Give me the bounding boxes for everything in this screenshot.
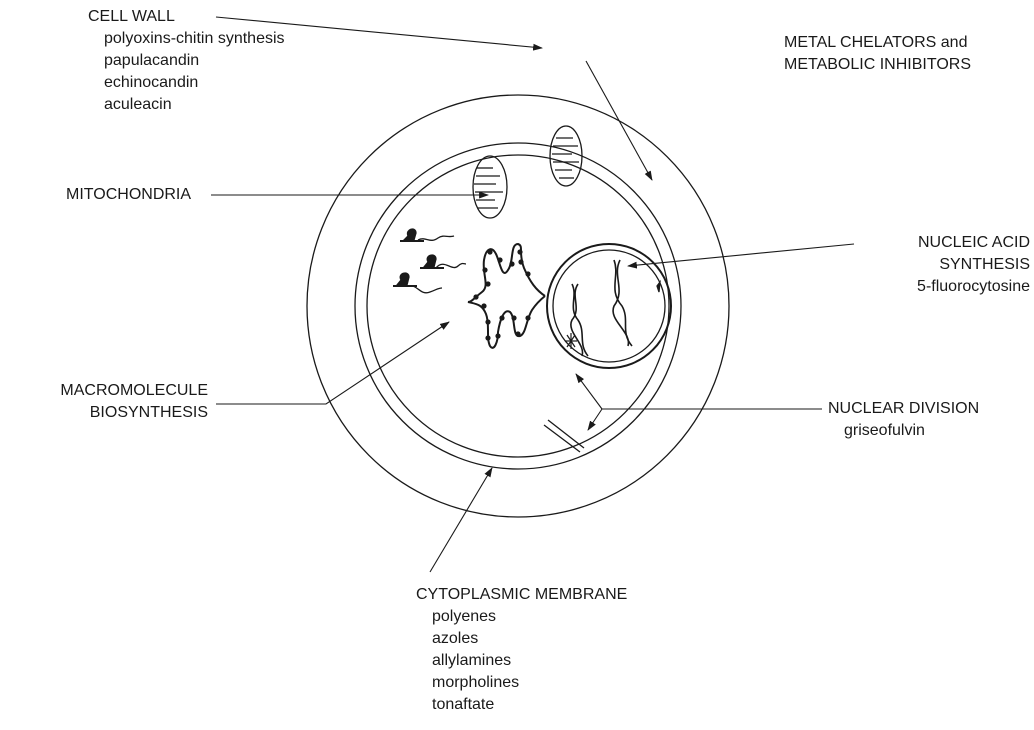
- metal-chelators-line-1: METAL CHELATORS and: [784, 32, 971, 54]
- nucleic-acid-leader-line: [628, 244, 854, 266]
- cell-wall-title: CELL WALL: [88, 6, 285, 28]
- nuclear-division-arrow-up: [576, 374, 602, 409]
- cell-wall-drug-4: aculeacin: [88, 94, 285, 116]
- cell-wall-drug-3: echinocandin: [88, 72, 285, 94]
- ribosome-middle: [420, 255, 466, 268]
- centriole-star: [565, 333, 577, 349]
- metal-chelators-line-2: METABOLIC INHIBITORS: [784, 54, 971, 76]
- cell-wall-drug-2: papulacandin: [88, 50, 285, 72]
- nucleic-acid-line-2: SYNTHESIS: [917, 254, 1030, 276]
- cytoplasmic-membrane-drug-1: polyenes: [416, 606, 627, 628]
- membrane-inner-circle: [367, 155, 669, 457]
- cytoplasmic-membrane-drug-3: allylamines: [416, 650, 627, 672]
- nuclear-division-title: NUCLEAR DIVISION: [828, 398, 979, 420]
- mitochondria-title: MITOCHONDRIA: [66, 184, 191, 206]
- nuclear-division-drug: griseofulvin: [828, 420, 979, 442]
- nuclear-fragment: [657, 282, 660, 292]
- macromolecule-leader-line: [216, 322, 449, 404]
- chromosome-right: [613, 260, 632, 346]
- macromolecule-line-1: MACROMOLECULE: [60, 380, 208, 402]
- cell-wall-drug-1: polyoxins-chitin synthesis: [88, 28, 285, 50]
- nucleic-acid-label: NUCLEIC ACID SYNTHESIS 5-fluorocytosine: [917, 232, 1030, 298]
- cytoplasmic-membrane-leader-line: [430, 468, 492, 572]
- metal-chelators-label: METAL CHELATORS and METABOLIC INHIBITORS: [784, 32, 971, 76]
- mitochondrion-left: [473, 156, 507, 218]
- cytoplasmic-membrane-drug-2: azoles: [416, 628, 627, 650]
- ribosome-top: [400, 229, 454, 241]
- ribosome-beads: [473, 249, 530, 340]
- macromolecule-label: MACROMOLECULE BIOSYNTHESIS: [60, 380, 208, 424]
- nucleic-acid-drug: 5-fluorocytosine: [917, 276, 1030, 298]
- cytoplasmic-membrane-drug-5: tonaftate: [416, 694, 627, 716]
- cell-wall-outer-circle: [307, 95, 729, 517]
- nucleic-acid-line-1: NUCLEIC ACID: [917, 232, 1030, 254]
- cell-wall-label: CELL WALL polyoxins-chitin synthesis pap…: [88, 6, 285, 116]
- macromolecule-line-2: BIOSYNTHESIS: [60, 402, 208, 424]
- cytoplasmic-membrane-title: CYTOPLASMIC MEMBRANE: [416, 584, 627, 606]
- endoplasmic-reticulum: [468, 244, 545, 348]
- cytoplasmic-membrane-label: CYTOPLASMIC MEMBRANE polyenes azoles all…: [416, 584, 627, 716]
- cytoplasmic-membrane-drug-4: morpholines: [416, 672, 627, 694]
- mitochondria-label: MITOCHONDRIA: [66, 184, 191, 206]
- mitochondrion-right: [550, 126, 582, 186]
- microtubule-fragment: [544, 420, 584, 452]
- nucleus: [547, 244, 671, 368]
- nuclear-division-arrow-down: [588, 409, 602, 430]
- membrane-outer-circle: [355, 143, 681, 469]
- ribosome-bottom: [393, 273, 442, 293]
- nuclear-division-label: NUCLEAR DIVISION griseofulvin: [828, 398, 979, 442]
